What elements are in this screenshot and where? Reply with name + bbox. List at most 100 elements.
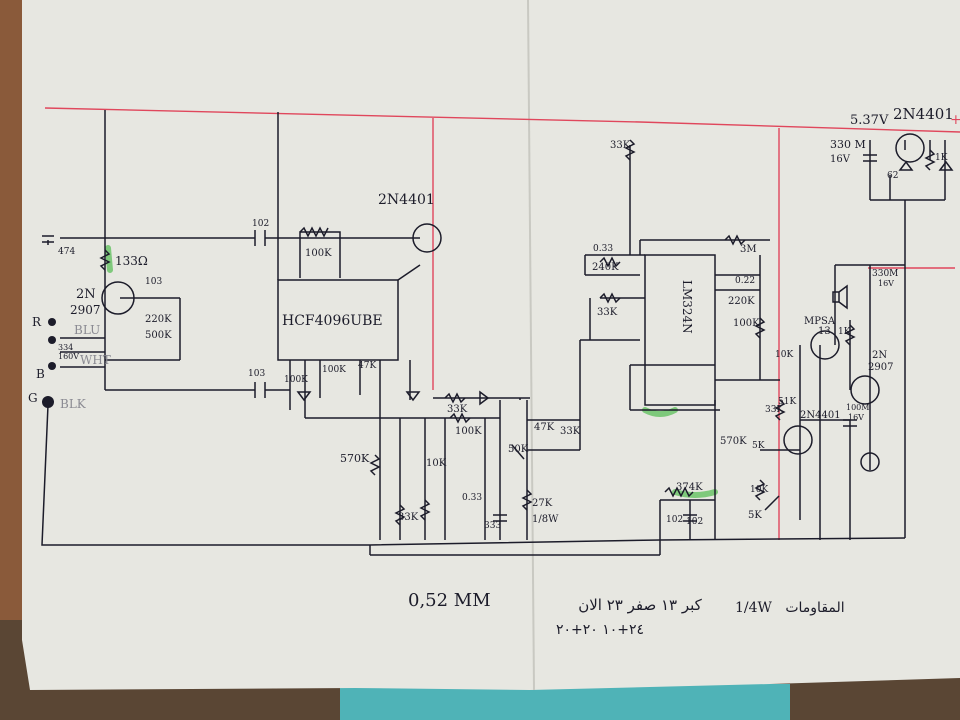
transistor-input (101, 281, 135, 315)
c100m-voltage: 16V (848, 413, 864, 422)
r33k-op-label: 33K (597, 307, 618, 318)
capacitor-474 (42, 235, 54, 243)
transistor-top (412, 223, 442, 253)
resistor-27k (521, 489, 533, 511)
c033-b-label: 0.33 (593, 244, 613, 254)
c330-bot-voltage: 16V (878, 279, 894, 288)
q-out-type2: 2907 (868, 362, 893, 373)
r240k-label: 240K (592, 262, 619, 273)
conn-blu-label: BLU (74, 323, 100, 337)
r27k-rating: 1/8W (532, 514, 559, 525)
resistor-240k (599, 256, 621, 268)
r47k-label: 47K (534, 422, 555, 433)
pot-5k (764, 495, 780, 511)
capacitor-102-low (683, 514, 697, 522)
resistor-33k (444, 392, 466, 404)
c102-c-label: 102 (686, 517, 703, 527)
conn-r-label: R (32, 315, 42, 329)
c022-label: 0.22 (735, 276, 755, 286)
highlight-marks (105, 245, 718, 498)
q-out-type1: 2N (872, 350, 887, 361)
r27k-value: 27K (532, 498, 553, 509)
conn-b-label: B (36, 367, 45, 381)
supply-voltage-label: 5.37V (850, 113, 889, 128)
transistor-out (850, 375, 880, 405)
r10k-a-label: 10K (426, 458, 447, 469)
capacitor-103-b (254, 382, 266, 398)
c333-label: 333 (484, 521, 501, 531)
ic-counter-label: HCF4096UBE (282, 313, 383, 329)
resistor-100k-op (754, 317, 766, 339)
supply-rail (44, 107, 960, 540)
r47k-ic-label: 47K (358, 361, 376, 371)
conn-g-label: G (28, 391, 38, 405)
c102-top-label: 102 (252, 219, 269, 229)
ic-opamp-label: LM324N (680, 280, 694, 334)
r50k-label: 50K (508, 444, 529, 455)
transistor-small (860, 452, 880, 472)
resistor-133 (99, 249, 111, 271)
ic-counter-body (277, 279, 399, 361)
resistor-3m (724, 234, 746, 246)
c330-top-voltage: 16V (830, 154, 851, 165)
q-top-label: 2N4401 (378, 192, 435, 208)
r5k-b-label: 5K (748, 510, 762, 521)
r100k-ic-label: 100K (284, 375, 308, 385)
c330-bot-value: 330M (872, 269, 898, 279)
r3m-label: 3M (740, 244, 757, 255)
c033-a-label: 0.33 (462, 493, 482, 503)
transistor-mid (783, 425, 813, 455)
diode-right (938, 160, 954, 171)
resistor-10k-low (754, 479, 766, 501)
r33k-c-label: 33K (398, 512, 419, 523)
r100k-top-label: 100K (305, 248, 332, 259)
resistor-374k (664, 486, 694, 498)
r1k-b-label: 1K (935, 153, 948, 163)
diode-1 (296, 391, 312, 402)
resistor-10k (419, 499, 431, 521)
note-arabic3: المقاومات (785, 600, 844, 616)
c474-label: 474 (58, 247, 75, 257)
r10k-b-label: 10K (775, 350, 793, 360)
capacitor-102-top (254, 230, 266, 246)
note-arabic1: كبر ١٣ صفر ٢٣ الان (578, 596, 702, 614)
c-stack-voltage: 160V (58, 352, 79, 361)
resistor-33k-top (624, 139, 636, 161)
r570k-b-label: 570K (720, 436, 747, 447)
r220k-op-label: 220K (728, 296, 755, 307)
r500k-label: 500K (145, 330, 172, 341)
resistor-100k-top (299, 226, 329, 238)
transistor-mpsa (810, 330, 840, 360)
r33k-a-label: 33K (447, 404, 468, 415)
paper-fold (527, 0, 535, 691)
paper-sheet (22, 0, 960, 690)
q-reg-label: 2N4401 (893, 105, 954, 123)
c100m-value: 100M (846, 403, 869, 412)
conn-blk-label: BLK (60, 397, 87, 411)
c103-a-label: 103 (145, 277, 162, 287)
labels: 5.37V + 2N4401 2N4401 2N 2907 MPSA 13 2N… (28, 105, 960, 638)
q-mpsa-type1: MPSA (804, 316, 836, 327)
r570k-label: 570K (340, 452, 370, 465)
r100k-op-label: 100K (733, 318, 760, 329)
resistor-100k-mid (449, 412, 471, 424)
r220k-a-label: 220K (145, 314, 172, 325)
r1k-a-label: 1K (838, 327, 851, 337)
r100k-ic2-label: 100K (322, 365, 346, 375)
r33k-d-label: 33K (765, 405, 783, 415)
c102-b-label: 102 (666, 515, 683, 525)
resistor-33k-low (394, 504, 406, 526)
note-rating: 1/4W (735, 600, 773, 616)
resistor-51k (774, 399, 786, 421)
r51k-label: 51K (778, 397, 796, 407)
r5k-a-label: 5K (752, 441, 765, 451)
resistor-1k (844, 324, 856, 346)
capacitor-330 (863, 154, 877, 162)
resistor-570k (369, 454, 381, 476)
supply-plus-label: + (950, 112, 960, 128)
diode-2 (405, 391, 421, 402)
q-input-type1: 2N (76, 287, 96, 302)
diode-3 (479, 390, 490, 406)
q-input-type2: 2907 (70, 303, 101, 317)
